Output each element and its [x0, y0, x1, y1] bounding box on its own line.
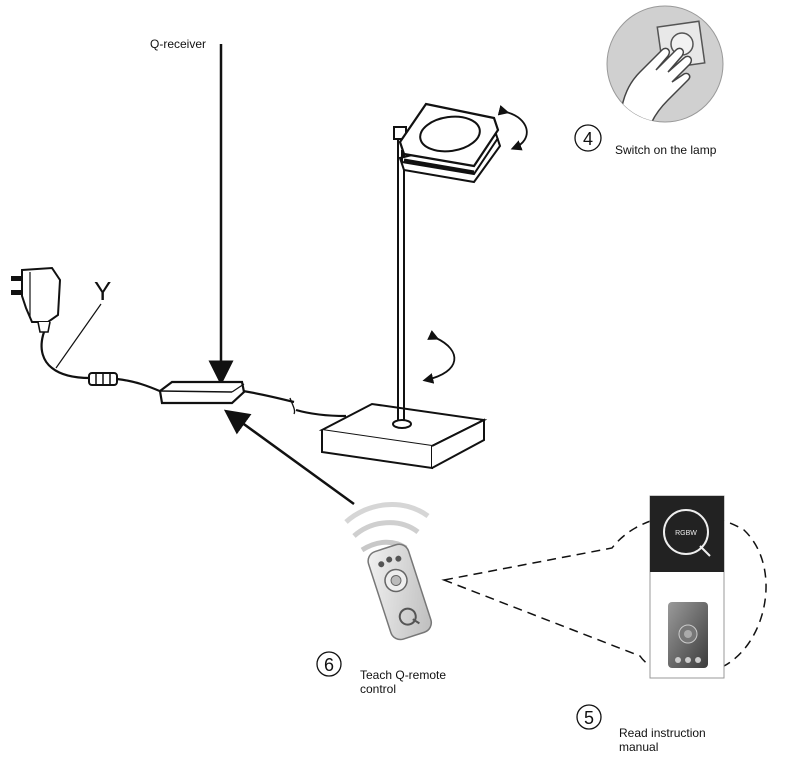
step6-number: 6	[324, 655, 334, 675]
q-receiver-label: Q-receiver	[150, 37, 206, 51]
q-receiver-box	[158, 380, 246, 405]
step5-text-line1: Read instruction	[619, 726, 706, 740]
remote-to-receiver-arrow	[223, 409, 355, 506]
lamp-head	[398, 102, 502, 184]
cable-connector-icon	[88, 372, 118, 386]
step4-number: 4	[583, 129, 593, 149]
instruction-manual: RGBW	[649, 495, 725, 679]
step4-badge	[574, 124, 602, 152]
cable-lamp	[242, 389, 295, 404]
step5-badge	[576, 704, 602, 730]
remote-control-icon	[344, 502, 433, 641]
head-rotate-arrow	[497, 105, 528, 151]
step5-number: 5	[584, 708, 594, 728]
wall-switch-icon	[606, 5, 724, 123]
pole-rotate-arrow	[422, 330, 456, 384]
step4-text: Switch on the lamp	[615, 143, 717, 157]
lamp-base	[318, 402, 488, 470]
y-label: Y	[94, 276, 111, 306]
y-pointer-line	[55, 303, 102, 369]
step6-text-line1: Teach Q-remote	[360, 668, 446, 682]
power-plug-icon	[11, 266, 62, 333]
step6-badge	[316, 651, 342, 677]
cable-plug	[40, 331, 91, 380]
step6-text-line2: control	[360, 682, 396, 696]
manual-logo-text: RGBW	[675, 530, 697, 537]
step5-text-line2: manual	[619, 740, 658, 754]
